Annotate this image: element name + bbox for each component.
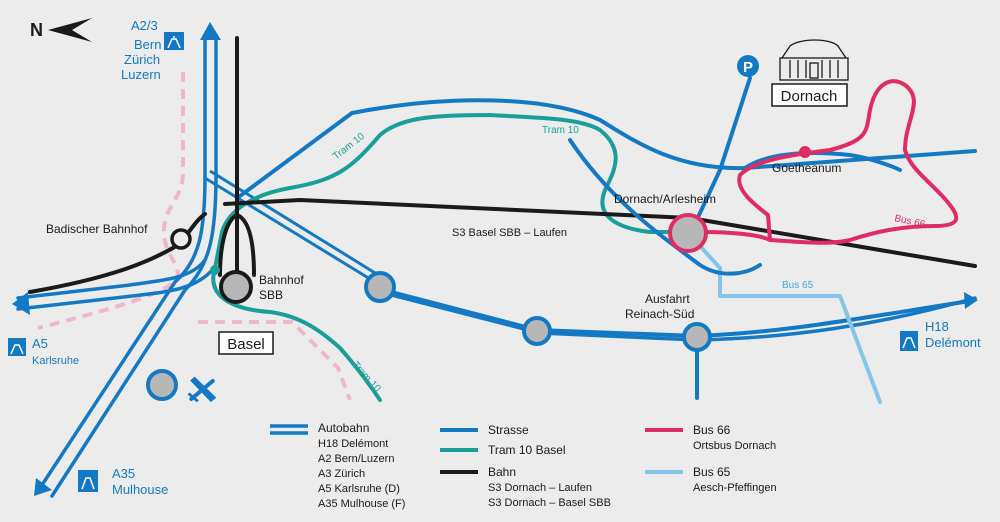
road-dornach-curve — [568, 138, 762, 276]
legend-autobahn-item-5: A35 Mulhouse (F) — [318, 498, 405, 510]
border-line — [37, 72, 185, 330]
basel-box — [218, 331, 274, 355]
bus-66-line — [698, 79, 959, 245]
road-goetheanum-loop — [743, 151, 902, 172]
label-dornach: Dornach — [781, 88, 838, 105]
building-body — [779, 57, 849, 81]
legend-autobahn-item-4: A5 Karlsruhe (D) — [318, 483, 400, 495]
legend-autobahn-item-3: A3 Zürich — [318, 468, 365, 480]
building-columns — [789, 60, 839, 78]
legend-autobahn-item-2: A2 Bern/Luzern — [318, 453, 394, 465]
arrow-a23 — [200, 22, 221, 40]
building-roof — [781, 39, 847, 59]
parking-icon — [737, 55, 759, 77]
label-bus65: Bus 65 — [782, 280, 814, 291]
motorway-sign-a23-plate — [164, 32, 184, 50]
label-badischer-bahnhof: Badischer Bahnhof — [46, 222, 148, 236]
motorway-sign-a35-plate — [78, 470, 98, 492]
dornach-box — [771, 83, 848, 107]
label-ausfahrt-2: Reinach-Süd — [625, 307, 694, 321]
autobahn-a5-b — [16, 266, 216, 311]
label-ausfahrt-1: Ausfahrt — [645, 292, 690, 306]
motorway-sign-a23-glyph — [167, 36, 181, 49]
building-door — [809, 62, 819, 79]
roundabout-ausfahrt — [682, 322, 712, 352]
station-badischer-bahnhof — [170, 228, 192, 250]
label-a23-luzern: Luzern — [121, 67, 161, 82]
legend: Autobahn H18 Delémont A2 Bern/Luzern A3 … — [270, 421, 777, 510]
label-basel: Basel — [227, 336, 265, 353]
parking-icon-label: P — [743, 59, 753, 76]
label-h18-place: Delémont — [925, 335, 981, 350]
road-diagonal-a — [204, 176, 376, 284]
border-line-south — [198, 320, 352, 401]
north-arrow-icon — [48, 18, 92, 42]
roundabout-2 — [522, 316, 552, 346]
rail-badischer — [28, 212, 207, 294]
label-goetheanum: Goetheanum — [772, 161, 841, 175]
label-tram10-b: Tram 10 — [542, 125, 579, 136]
legend-bus66-title: Bus 66 — [693, 423, 731, 437]
motorway-sign-h18-plate — [900, 331, 918, 351]
road-parking-link — [691, 76, 752, 230]
autobahn-a5-a — [16, 258, 207, 300]
airplane-tail — [187, 392, 199, 403]
legend-bus65-sub: Aesch-Pfeffingen — [693, 482, 777, 494]
label-h18: H18 — [925, 319, 949, 334]
motorway-sign-a35 — [78, 470, 98, 492]
roundabout-1 — [364, 271, 396, 303]
label-s3: S3 Basel SBB – Laufen — [452, 227, 567, 239]
label-a23-zuerich: Zürich — [124, 52, 160, 67]
airplane-icon — [187, 376, 217, 403]
legend-autobahn-title: Autobahn — [318, 421, 369, 435]
label-a35: A35 — [112, 466, 135, 481]
north-label: N — [30, 20, 43, 40]
rail-sbb-loop — [218, 213, 256, 277]
label-a5: A5 — [32, 336, 48, 351]
station-bahnhof-sbb — [219, 270, 253, 304]
arrow-h18 — [964, 292, 978, 309]
motorway-sign-h18-glyph — [902, 337, 916, 349]
label-bahnhof-sbb-2: SBB — [259, 288, 283, 302]
legend-bahn-title: Bahn — [488, 465, 516, 479]
label-a23-bern: Bern — [134, 37, 161, 52]
tram-route-north — [213, 113, 692, 270]
label-bahnhof-sbb-1: Bahnhof — [259, 273, 304, 287]
motorway-sign-a35-glyph — [81, 477, 95, 490]
autobahn-a2-north-a — [38, 33, 207, 490]
label-a23: A2/3 — [131, 18, 158, 33]
stop-tram-sbb — [210, 265, 220, 275]
arrow-a5 — [12, 292, 30, 315]
road-upper-arc — [238, 98, 977, 198]
label-dornach-arlesheim: Dornach/Arlesheim — [614, 192, 716, 206]
stop-goetheanum — [799, 146, 811, 158]
legend-bus66-sub: Ortsbus Dornach — [693, 440, 776, 452]
station-dornach-arlesheim — [668, 213, 708, 253]
legend-bahn-item-2: S3 Dornach – Basel SBB — [488, 497, 611, 509]
label-a35-place: Mulhouse — [112, 482, 168, 497]
motorway-sign-a23 — [164, 32, 184, 50]
legend-bahn-item-1: S3 Dornach – Laufen — [488, 482, 592, 494]
legend-strasse-title: Strasse — [488, 423, 529, 437]
airplane-wings — [190, 376, 217, 403]
airport-node — [146, 369, 178, 401]
legend-autobahn-item-1: H18 Delémont — [318, 438, 388, 450]
motorway-sign-a5 — [8, 338, 26, 356]
motorway-sign-h18 — [900, 331, 918, 351]
label-a5-place: Karlsruhe — [32, 355, 79, 367]
goetheanum-building-icon — [779, 39, 849, 81]
legend-bus65-title: Bus 65 — [693, 465, 731, 479]
arrow-a35 — [34, 478, 52, 496]
legend-tram-title: Tram 10 Basel — [488, 443, 566, 457]
motorway-sign-a5-glyph — [10, 344, 24, 355]
bus-65-line — [688, 233, 882, 404]
